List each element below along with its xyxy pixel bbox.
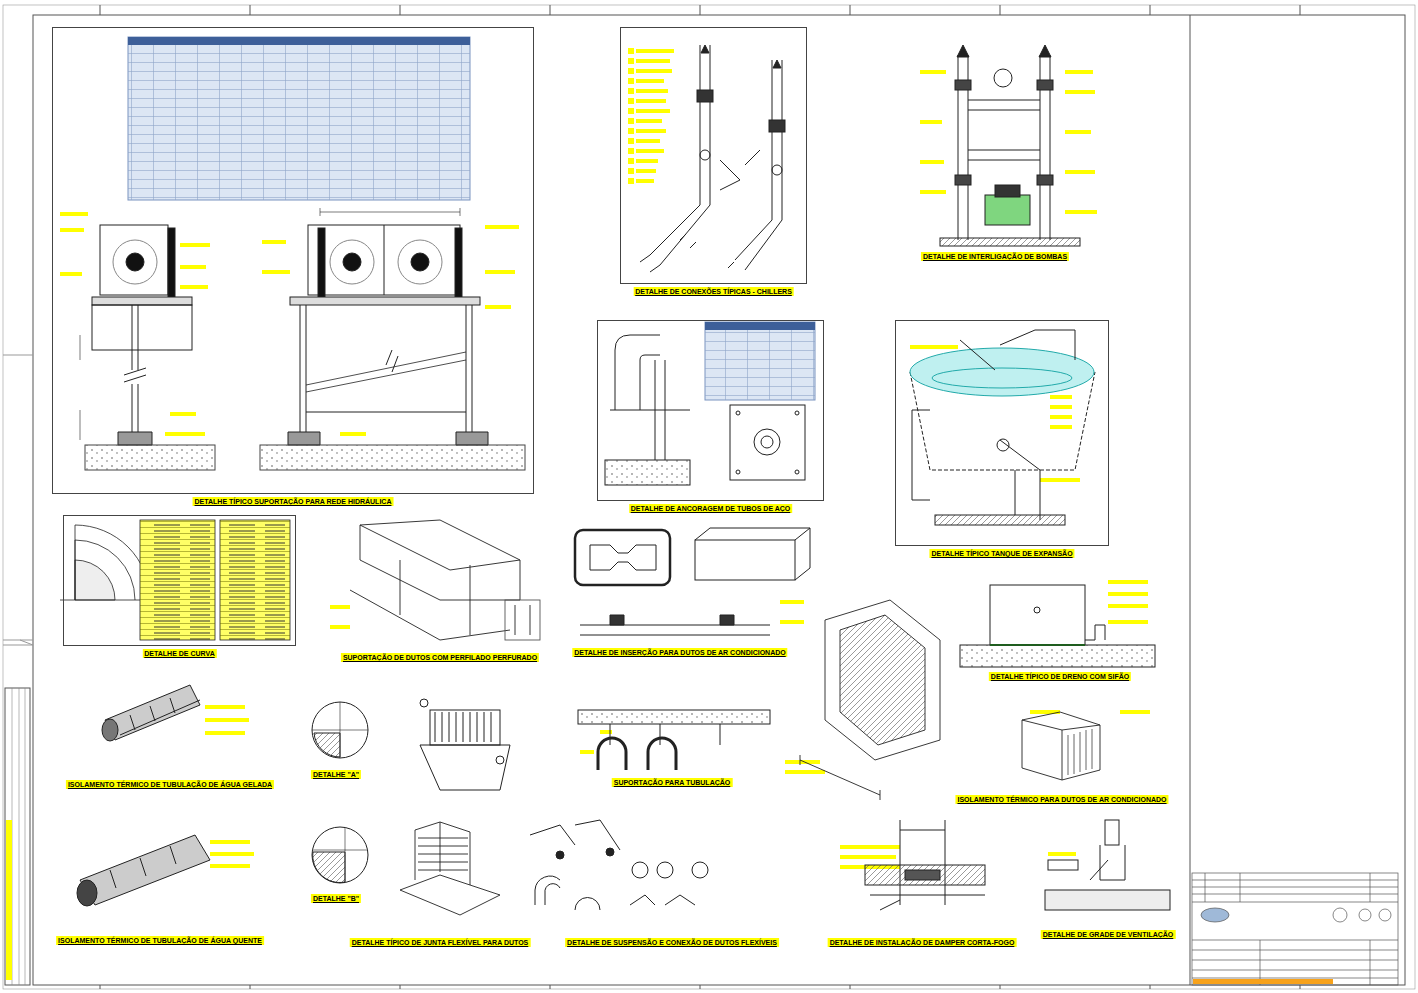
- annotation-marks: [60, 48, 1150, 869]
- detail-caption: SUPORTAÇÃO DE DUTOS COM PERFILADO PERFUR…: [341, 653, 539, 662]
- flex-duct-illustration: [530, 820, 708, 910]
- detail-frame: DETALHE DE CONEXÕES TÍPICAS - CHILLERS: [620, 27, 807, 284]
- pipe-hanger-illustration: [578, 710, 770, 770]
- detail-caption: DETALHE TÍPICO DE JUNTA FLEXÍVEL PARA DU…: [350, 938, 531, 947]
- detail-frame: DETALHE TÍPICO TANQUE DE EXPANSÃO: [895, 320, 1109, 546]
- detail-caption: ISOLAMENTO TÉRMICO DE TUBULAÇÃO DE ÁGUA …: [56, 936, 264, 945]
- detail-caption: DETALHE TÍPICO DE DRENO COM SIFÃO: [989, 672, 1131, 681]
- detail-caption: DETALHE TÍPICO TANQUE DE EXPANSÃO: [929, 549, 1074, 558]
- anchorage-illustration: [605, 322, 815, 485]
- sheet-frame: [3, 5, 1415, 989]
- detail-caption: DETALHE DE INSERÇÃO PARA DUTOS DE AR CON…: [572, 648, 787, 657]
- duct-support-illustration: [350, 520, 540, 640]
- pipe-insulation-illustration: [77, 685, 210, 906]
- detail-caption: DETALHE DE SUSPENSÃO E CONEXÃO DE DUTOS …: [565, 938, 779, 947]
- title-block: [1192, 873, 1398, 985]
- fire-damper-illustration: [865, 820, 985, 910]
- detail-caption: DETALHE DE GRADE DE VENTILAÇÃO: [1041, 930, 1176, 939]
- detail-caption: DETALHE DE CURVA: [142, 649, 216, 658]
- detail-caption: DETALHE DE CONEXÕES TÍPICAS - CHILLERS: [633, 287, 794, 296]
- expansion-tank-illustration: [910, 330, 1095, 525]
- detail-caption: DETALHE DE ANCORAGEM DE TUBOS DE AÇO: [629, 504, 793, 513]
- detail-caption: DETALHE "A": [311, 770, 361, 779]
- detail-frame: DETALHE DE CURVA: [63, 515, 296, 646]
- detail-caption: DETALHE DE INSTALAÇÃO DE DAMPER CORTA-FO…: [828, 938, 1017, 947]
- side-strip: [5, 688, 30, 985]
- detail-caption: DETALHE "B": [311, 894, 361, 903]
- pump-illustration: [940, 45, 1080, 246]
- pipe-support-illustration: [80, 37, 525, 470]
- detail-frame: DETALHE TÍPICO SUPORTAÇÃO PARA REDE HIDR…: [52, 27, 534, 494]
- detail-caption: SUPORTAÇÃO PARA TUBULAÇÃO: [612, 778, 733, 787]
- drain-illustration: [960, 585, 1155, 667]
- detail-caption: DETALHE TÍPICO SUPORTAÇÃO PARA REDE HIDR…: [193, 497, 394, 506]
- duct-insert-illustration: [575, 528, 810, 635]
- flexible-joint-illustration: [400, 822, 500, 915]
- detail-circles-illustration: [312, 699, 510, 883]
- detail-caption: ISOLAMENTO TÉRMICO PARA DUTOS DE AR COND…: [955, 795, 1168, 804]
- damper-frame-illustration: [800, 600, 940, 800]
- detail-caption: DETALHE DE INTERLIGAÇÃO DE BOMBAS: [921, 252, 1069, 261]
- duct-insulation-illustration: [1022, 712, 1100, 780]
- grille-illustration: [1045, 820, 1170, 910]
- detail-caption: ISOLAMENTO TÉRMICO DE TUBULAÇÃO DE ÁGUA …: [66, 780, 274, 789]
- duct-elbow-illustration: [60, 520, 290, 640]
- detail-frame: DETALHE DE ANCORAGEM DE TUBOS DE AÇO: [597, 320, 824, 501]
